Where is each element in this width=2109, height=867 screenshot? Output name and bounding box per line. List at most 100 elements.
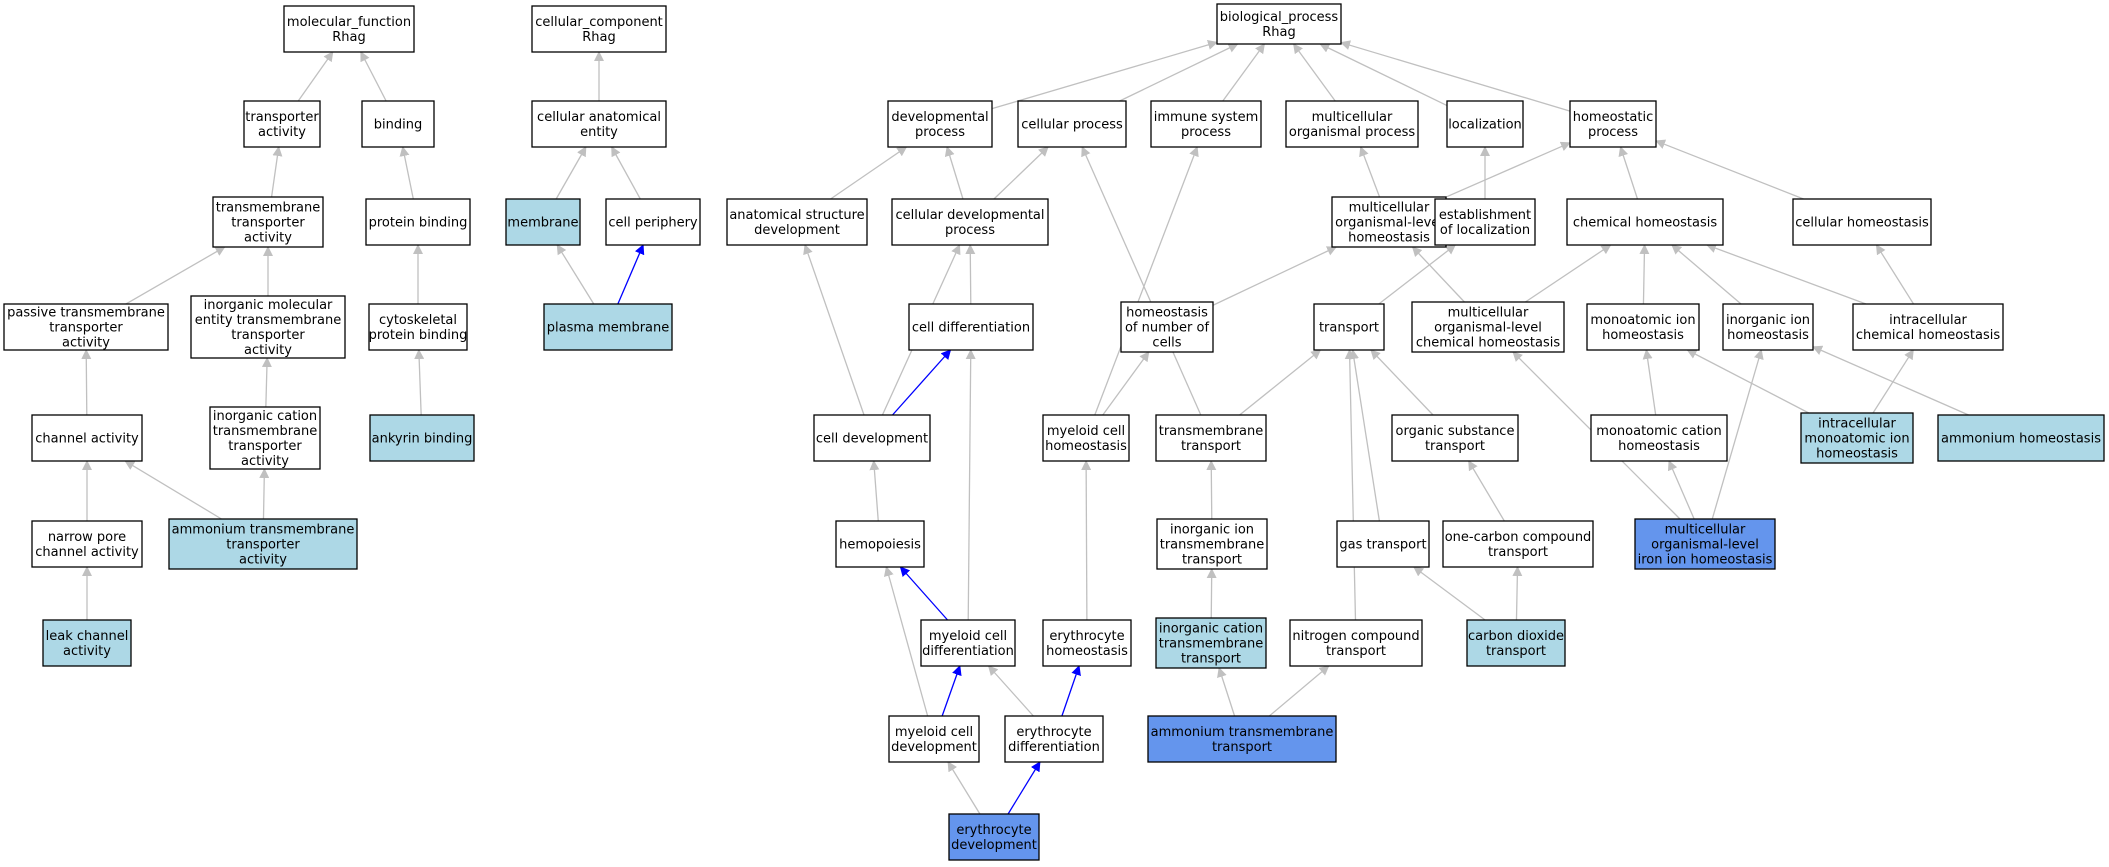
edge-line [944, 146, 964, 200]
nodes-layer: molecular_functionRhagcellular_component… [3, 3, 2105, 861]
node-box [168, 518, 358, 570]
node-label: multicellular [1665, 523, 1746, 538]
node-label: of localization [1440, 223, 1530, 238]
node-box [1722, 303, 1814, 351]
node-box [835, 520, 925, 568]
node-label: development [891, 740, 977, 755]
node-label: activity [258, 125, 306, 140]
edge-line [1667, 460, 1695, 520]
edge-line [1102, 351, 1150, 416]
node-label: erythrocyte [956, 823, 1031, 838]
node-box [887, 100, 993, 148]
node-box [1569, 100, 1657, 148]
edge-line [1119, 43, 1239, 102]
node-label: transporter [226, 538, 300, 553]
edge-line [1293, 43, 1336, 102]
edge-mcd-to-cdiff [965, 349, 976, 621]
node-label: one-carbon compound [1445, 530, 1592, 545]
edge-line [124, 460, 222, 520]
node-box [1586, 303, 1700, 351]
node-box [1937, 414, 2105, 462]
node-box [1285, 100, 1419, 148]
node-label: organismal-level [1434, 321, 1542, 336]
node-label: ammonium transmembrane [1151, 725, 1334, 740]
node-amh: ammonium homeostasis [1937, 414, 2105, 462]
edge-amta-to-cha [124, 460, 222, 520]
node-label: carbon dioxide [1468, 629, 1564, 644]
node-box [42, 619, 132, 667]
node-box [1566, 198, 1724, 246]
edge-loc-to-bp [1319, 43, 1448, 107]
node-box [1800, 412, 1914, 464]
node-celh: cellular homeostasis [1792, 198, 1932, 246]
node-box [1155, 617, 1267, 669]
node-box [1313, 303, 1385, 351]
node-label: chemical homeostasis [1416, 336, 1561, 351]
edge-cdp-to-devp [944, 146, 964, 200]
edge-mcd-to-hemo [899, 566, 949, 621]
node-label: channel activity [35, 545, 139, 560]
node-label: cellular anatomical [537, 110, 661, 125]
node-label: protein binding [369, 216, 468, 231]
node-box [1792, 198, 1932, 246]
edge-line [1711, 349, 1764, 520]
edge-line [1094, 146, 1199, 416]
node-label: differentiation [922, 644, 1014, 659]
edge-hemo-to-cdev [869, 460, 880, 522]
edge-line [1081, 146, 1202, 416]
node-label: differentiation [1008, 740, 1100, 755]
edge-cper-to-cae [611, 146, 641, 200]
edge-line [81, 349, 92, 416]
edge-mcolih-to-mch2 [1667, 460, 1695, 520]
edge-cdev-to-asd [803, 244, 865, 416]
node-cellp: cellular process [1017, 100, 1127, 148]
edge-line [1512, 566, 1523, 621]
node-box [190, 295, 346, 359]
edge-line [555, 146, 587, 200]
edge-eh-to-mch [1081, 460, 1092, 621]
node-label: biological_process [1220, 10, 1339, 25]
node-label: cellular developmental [896, 208, 1045, 223]
node-label: transport [1488, 545, 1548, 560]
node-box [813, 414, 931, 462]
node-label: transporter [49, 321, 123, 336]
edge-cdt-to-gt [1413, 566, 1486, 621]
edge-line [1319, 43, 1448, 107]
node-label: multicellular [1349, 201, 1430, 216]
node-label: localization [1448, 118, 1522, 133]
node-label: intracellular [1889, 313, 1967, 328]
node-box [891, 198, 1049, 246]
node-box [605, 198, 701, 246]
node-label: myeloid cell [929, 629, 1007, 644]
node-box [1017, 100, 1127, 148]
edge-line [803, 244, 865, 416]
node-label: activity [63, 644, 111, 659]
edge-line [1706, 243, 1867, 305]
node-label: transport [1425, 439, 1485, 454]
node-icta: inorganic cationtransmembranetransporter… [209, 406, 321, 470]
edge-line [125, 246, 226, 305]
edge-cellp-to-bp [1119, 43, 1239, 102]
edge-pb-to-bind [399, 146, 414, 200]
edge-line [1061, 665, 1081, 717]
node-box [1216, 3, 1342, 45]
node-box [368, 303, 468, 351]
node-label: gas transport [1339, 538, 1426, 553]
edge-amh-to-iih [1812, 345, 1969, 416]
edge-line [297, 51, 334, 102]
node-label: chemical homeostasis [1856, 328, 2001, 343]
edge-cdiff-to-cdp [965, 244, 976, 305]
